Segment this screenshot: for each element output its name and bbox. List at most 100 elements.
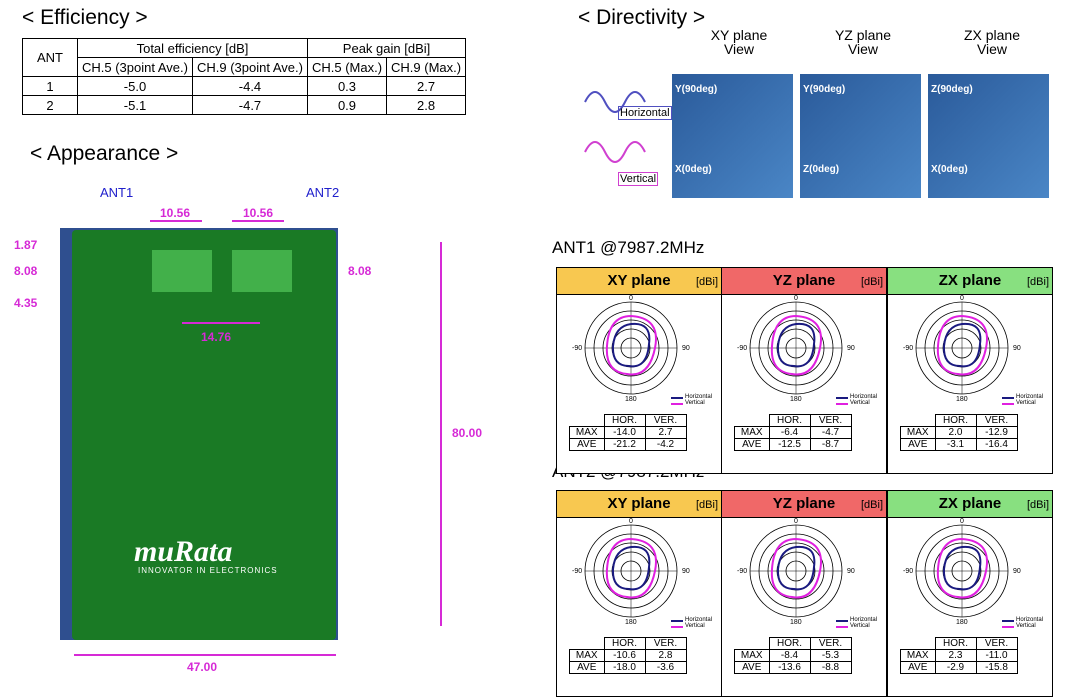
value-cell: -16.4 bbox=[975, 438, 1018, 451]
tick-label: 0 bbox=[960, 295, 964, 302]
axis-label: Z(0deg) bbox=[803, 164, 840, 175]
cell: -5.0 bbox=[77, 76, 193, 96]
col-header: HOR. bbox=[603, 637, 646, 650]
panel-header: XY plane [dBi] bbox=[557, 491, 721, 518]
legend-horizontal: Horizontal bbox=[1016, 394, 1044, 400]
value-cell: 2.3 bbox=[934, 649, 977, 662]
cell: 2.7 bbox=[386, 76, 467, 96]
row-header: MAX bbox=[900, 426, 936, 439]
unit-label: [dBi] bbox=[1026, 499, 1049, 511]
value-cell: -12.9 bbox=[975, 426, 1018, 439]
unit-label: [dBi] bbox=[1026, 276, 1049, 288]
col-header: VER. bbox=[809, 637, 852, 650]
ant1-pattern-panel: XY plane [dBi] 0 -90 bbox=[556, 267, 722, 474]
axis-label: X(0deg) bbox=[675, 164, 712, 175]
row-header: AVE bbox=[569, 438, 605, 451]
tick-label: 90 bbox=[682, 345, 690, 352]
dim-width: 47.00 bbox=[187, 660, 218, 674]
value-cell: -13.6 bbox=[768, 661, 811, 674]
value-cell: -8.4 bbox=[768, 649, 811, 662]
dim-h2: 8.08 bbox=[14, 264, 38, 278]
panel-header: ZX plane [dBi] bbox=[888, 491, 1052, 518]
dim-h3: 4.35 bbox=[14, 296, 38, 310]
efficiency-table: ANT Total efficiency [dB] Peak gain [dBi… bbox=[22, 38, 467, 115]
ant2-label: ANT2 bbox=[306, 185, 340, 200]
cell: 0.9 bbox=[306, 95, 388, 115]
tick-label: -90 bbox=[903, 345, 914, 352]
ant1-pad bbox=[152, 250, 212, 292]
row-header: MAX bbox=[569, 649, 605, 662]
col-header: VER. bbox=[644, 414, 687, 427]
sub-header: CH.9 (Max.) bbox=[386, 57, 467, 77]
row-header: AVE bbox=[734, 438, 770, 451]
axis-label: Z(90deg) bbox=[931, 84, 973, 95]
table-row: 2 -5.1 -4.7 0.9 2.8 bbox=[22, 95, 467, 115]
value-cell: 2.8 bbox=[644, 649, 687, 662]
polar-plot bbox=[584, 524, 683, 628]
col-header: HOR. bbox=[768, 637, 811, 650]
axis-label: X(0deg) bbox=[931, 164, 968, 175]
value-cell: -14.0 bbox=[603, 426, 646, 439]
plane-name: XY plane bbox=[607, 495, 671, 512]
legend-vertical: Vertical bbox=[685, 400, 705, 406]
dim-gap: 14.76 bbox=[201, 330, 232, 344]
dim-h1: 1.87 bbox=[14, 238, 38, 252]
value-cell: 2.0 bbox=[934, 426, 977, 439]
plane-name: XY plane bbox=[607, 272, 671, 289]
max-ave-table: HOR. VER. MAX -10.6 2.8 AVE -18.0 -3.6 bbox=[569, 637, 687, 674]
value-cell: -4.7 bbox=[809, 426, 852, 439]
value-cell: -11.0 bbox=[975, 649, 1018, 662]
cell: 0.3 bbox=[306, 76, 388, 96]
plane-name: YZ plane bbox=[772, 272, 836, 289]
axis-label: Y(90deg) bbox=[803, 84, 846, 95]
tick-label: 180 bbox=[625, 396, 637, 403]
panel-header: YZ plane [dBi] bbox=[722, 268, 886, 295]
legend-horizontal: Horizontal bbox=[850, 617, 878, 623]
row-header: MAX bbox=[734, 649, 770, 662]
polarization-diagram bbox=[584, 91, 646, 163]
row-header: AVE bbox=[569, 661, 605, 674]
row-header: MAX bbox=[569, 426, 605, 439]
vertical-label: Vertical bbox=[618, 172, 659, 186]
xy-plane-image: Y(90deg) X(0deg) bbox=[672, 74, 793, 198]
board-tagline: INNOVATOR IN ELECTRONICS bbox=[138, 566, 278, 575]
tick-label: 90 bbox=[682, 568, 690, 575]
value-cell: -6.4 bbox=[768, 426, 811, 439]
panel-header: YZ plane [dBi] bbox=[722, 491, 886, 518]
tick-label: -90 bbox=[572, 345, 583, 352]
header-total-efficiency: Total efficiency [dB] bbox=[77, 38, 308, 58]
dim-w1: 10.56 bbox=[160, 206, 191, 220]
value-cell: -18.0 bbox=[603, 661, 646, 674]
ant2-pad bbox=[232, 250, 292, 292]
tick-label: 90 bbox=[847, 568, 855, 575]
col-header: HOR. bbox=[768, 414, 811, 427]
ant1-pattern-panel: YZ plane [dBi] 0 -90 bbox=[721, 267, 887, 474]
value-cell: -4.2 bbox=[644, 438, 687, 451]
axis-label: Y(90deg) bbox=[675, 84, 718, 95]
legend-horizontal: Horizontal bbox=[685, 617, 713, 623]
sub-header: CH.9 (3point Ave.) bbox=[191, 57, 308, 77]
polar-plot bbox=[584, 301, 683, 405]
pcb-board: muRata INNOVATOR IN ELECTRONICS bbox=[72, 230, 336, 640]
tick-label: 90 bbox=[847, 345, 855, 352]
value-cell: -10.6 bbox=[603, 649, 646, 662]
value-cell: -3.6 bbox=[644, 661, 687, 674]
cell: -5.1 bbox=[77, 95, 193, 115]
tick-label: 180 bbox=[956, 619, 968, 626]
tick-label: -90 bbox=[572, 568, 583, 575]
panel-header: XY plane [dBi] bbox=[557, 268, 721, 295]
cell: -4.4 bbox=[191, 76, 308, 96]
max-ave-table: HOR. VER. MAX -6.4 -4.7 AVE -12.5 -8.7 bbox=[734, 414, 852, 451]
measure-line bbox=[440, 242, 442, 626]
board-logo: muRata bbox=[134, 535, 233, 568]
col-header: VER. bbox=[975, 414, 1018, 427]
col-header: HOR. bbox=[934, 414, 977, 427]
cell: 1 bbox=[22, 76, 78, 96]
tick-label: -90 bbox=[737, 568, 748, 575]
col-header: VER. bbox=[644, 637, 687, 650]
value-cell: -15.8 bbox=[975, 661, 1018, 674]
legend-horizontal: Horizontal bbox=[685, 394, 713, 400]
row-header: AVE bbox=[900, 661, 936, 674]
